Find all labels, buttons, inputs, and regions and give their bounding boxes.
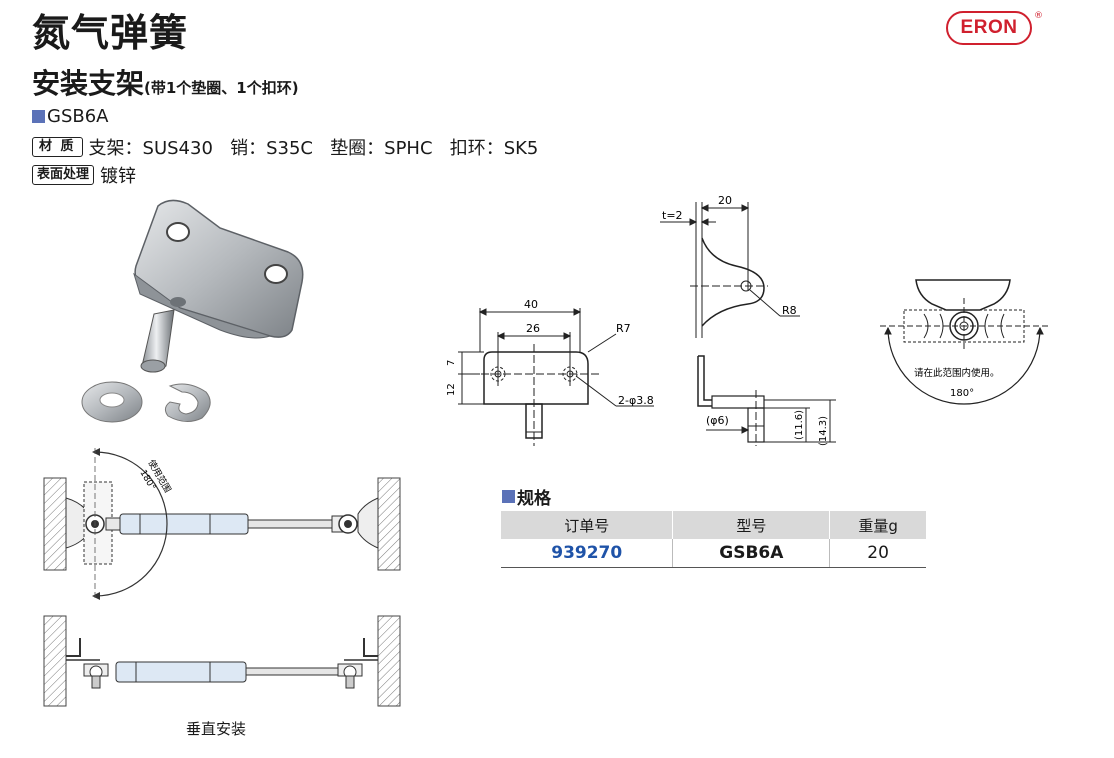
table-row: 939270 GSB6A 20	[501, 539, 926, 568]
side-view-drawing: 20 t=2 R8 (φ6) (11.6) (14.3)	[660, 194, 836, 446]
dim-holes: 2-φ3.8	[618, 394, 654, 407]
dim-7: 7	[446, 360, 457, 366]
dim-14-3: (14.3)	[818, 416, 829, 446]
install-diagram-range: 使用范围 180°	[43, 448, 401, 600]
material-tag: 材 质	[32, 137, 83, 157]
material-row: 材 质 支架：SUS430 销：S35C 垫圈：SPHC 扣环：SK5	[32, 134, 538, 160]
dim-26: 26	[526, 322, 540, 335]
retaining-ring-image	[164, 383, 211, 422]
header-order-no: 订单号	[501, 511, 674, 539]
dim-r8: R8	[782, 304, 797, 317]
dim-11-6: (11.6)	[794, 410, 805, 440]
order-number-link[interactable]: 939270	[501, 539, 674, 568]
bracket-image	[133, 199, 304, 373]
install-diagram-vertical	[43, 615, 401, 707]
dim-d6: (φ6)	[706, 414, 729, 427]
model-line: GSB6A	[32, 106, 109, 127]
registered-mark: ®	[1034, 11, 1043, 21]
left-wall	[43, 477, 67, 571]
dim-20: 20	[718, 194, 732, 207]
page-subtitle: 安装支架(带1个垫圈、1个扣环)	[32, 62, 299, 102]
blue-square-icon	[502, 490, 515, 503]
subtitle-note: (带1个垫圈、1个扣环)	[144, 79, 299, 97]
gas-spring-vertical	[83, 661, 363, 689]
spec-title: 规格	[517, 489, 551, 509]
model-cell: GSB6A	[672, 539, 831, 568]
header-weight: 重量g	[829, 511, 926, 539]
range-note: 请在此范围内使用。	[914, 367, 1000, 379]
weight-cell: 20	[829, 539, 926, 568]
surface-row: 表面处理 镀锌	[32, 162, 136, 188]
dim-r7: R7	[616, 322, 631, 335]
dim-12: 12	[446, 383, 457, 396]
blue-square-icon	[32, 110, 45, 123]
spec-table: 订单号 型号 重量g 939270 GSB6A 20	[501, 511, 926, 568]
rotation-range-drawing: 请在此范围内使用。 180°	[880, 279, 1048, 405]
washer-image	[81, 381, 143, 423]
vertical-install-caption: 垂直安装	[186, 720, 247, 738]
range-arc	[94, 451, 168, 597]
right-wall	[377, 477, 401, 571]
dim-t2: t=2	[662, 209, 683, 222]
product-photo	[81, 199, 304, 423]
spec-header-row: 订单号 型号 重量g	[501, 511, 926, 539]
front-view-drawing: 40 26 R7 7 12 2-φ3.8	[446, 298, 654, 446]
material-text: 支架：SUS430 销：S35C 垫圈：SPHC 扣环：SK5	[88, 138, 539, 159]
spec-heading: 规格	[502, 484, 551, 509]
brand-logo: ERON	[946, 11, 1032, 45]
surface-text: 镀锌	[100, 166, 137, 187]
range-angle-180: 180°	[950, 388, 974, 399]
subtitle-main: 安装支架	[32, 67, 145, 100]
gas-spring	[83, 481, 358, 565]
page-title: 氮气弹簧	[32, 11, 189, 55]
model-code: GSB6A	[47, 106, 109, 127]
surface-tag: 表面处理	[32, 165, 95, 185]
header-model: 型号	[672, 511, 831, 539]
dim-40: 40	[524, 298, 538, 311]
